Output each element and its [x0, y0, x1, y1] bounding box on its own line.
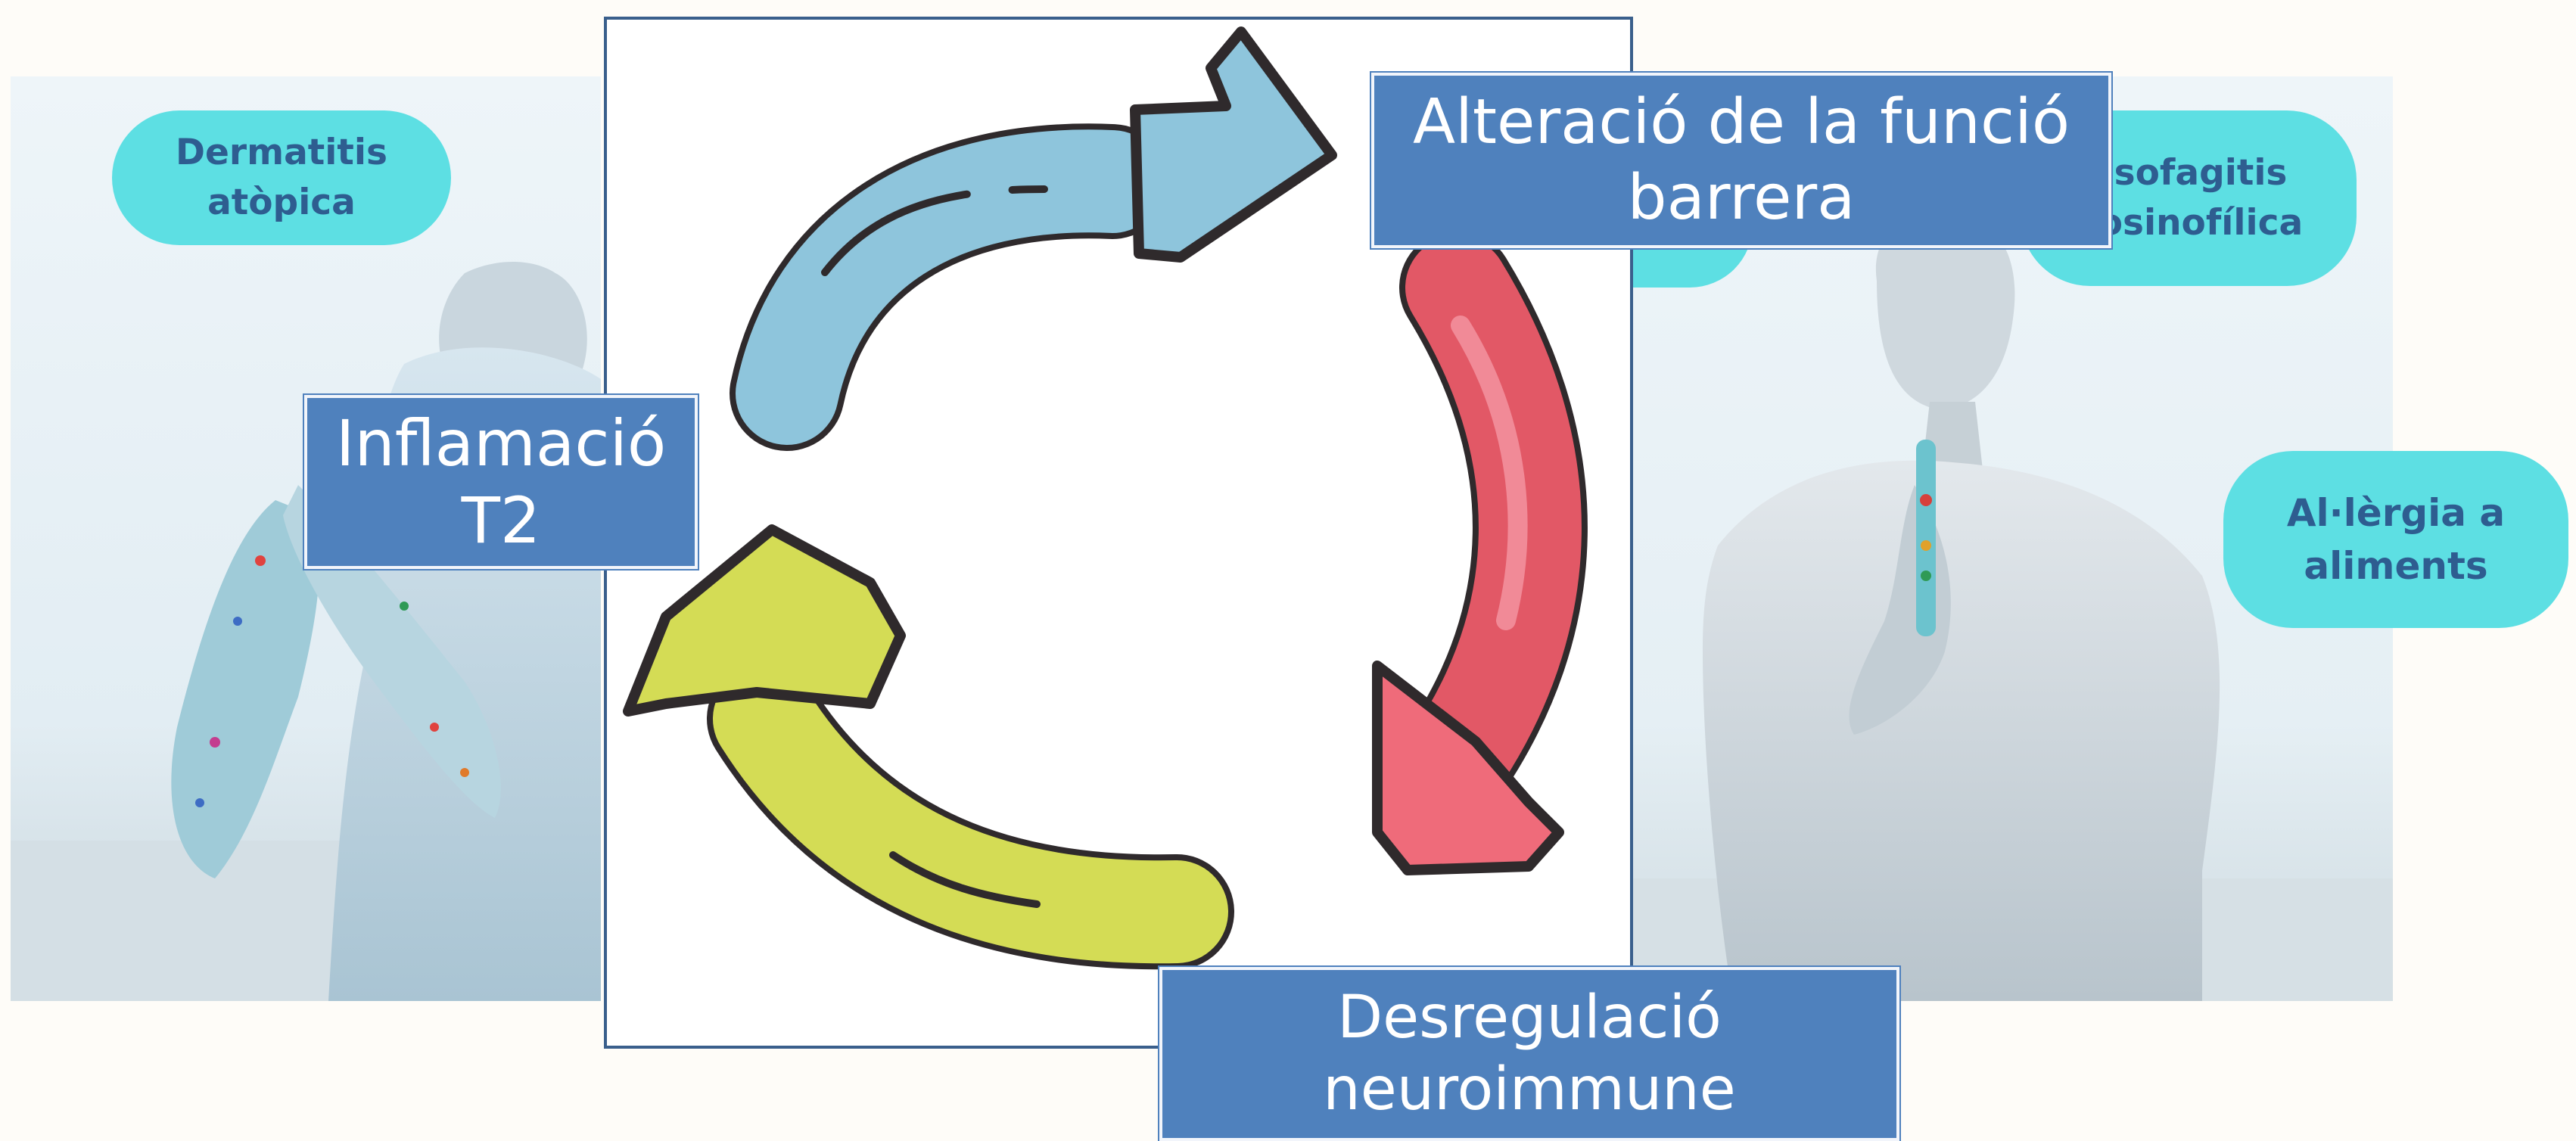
condition-pill-dermatitis: Dermatitis atòpica [112, 110, 451, 245]
man-figure-illustration [1627, 211, 2393, 1001]
stage-t2-inflammation: Inflamació T2 [304, 395, 698, 569]
condition-label-food-allergy: Al·lèrgia a aliments [2286, 491, 2506, 588]
condition-label-dermatitis: Dermatitis atòpica [176, 132, 387, 223]
condition-label-esophagitis: Esofagitis eosinofílica [2074, 152, 2304, 244]
stage-neuroimmune-dysregulation: Desregulació neuroimmune [1159, 967, 1899, 1141]
stage-label-barrier: Alteració de la funció barrera [1412, 85, 2070, 234]
stage-barrier-dysfunction: Alteració de la funció barrera [1371, 73, 2111, 248]
condition-pill-food-allergy: Al·lèrgia a aliments [2223, 451, 2568, 628]
green-curved-arrow [623, 524, 1234, 970]
stage-label-neuroimmune: Desregulació neuroimmune [1323, 983, 1736, 1124]
stage-label-inflammation: Inflamació T2 [335, 406, 667, 558]
blue-curved-arrow [730, 26, 1337, 451]
red-curved-arrow [1372, 230, 1588, 875]
